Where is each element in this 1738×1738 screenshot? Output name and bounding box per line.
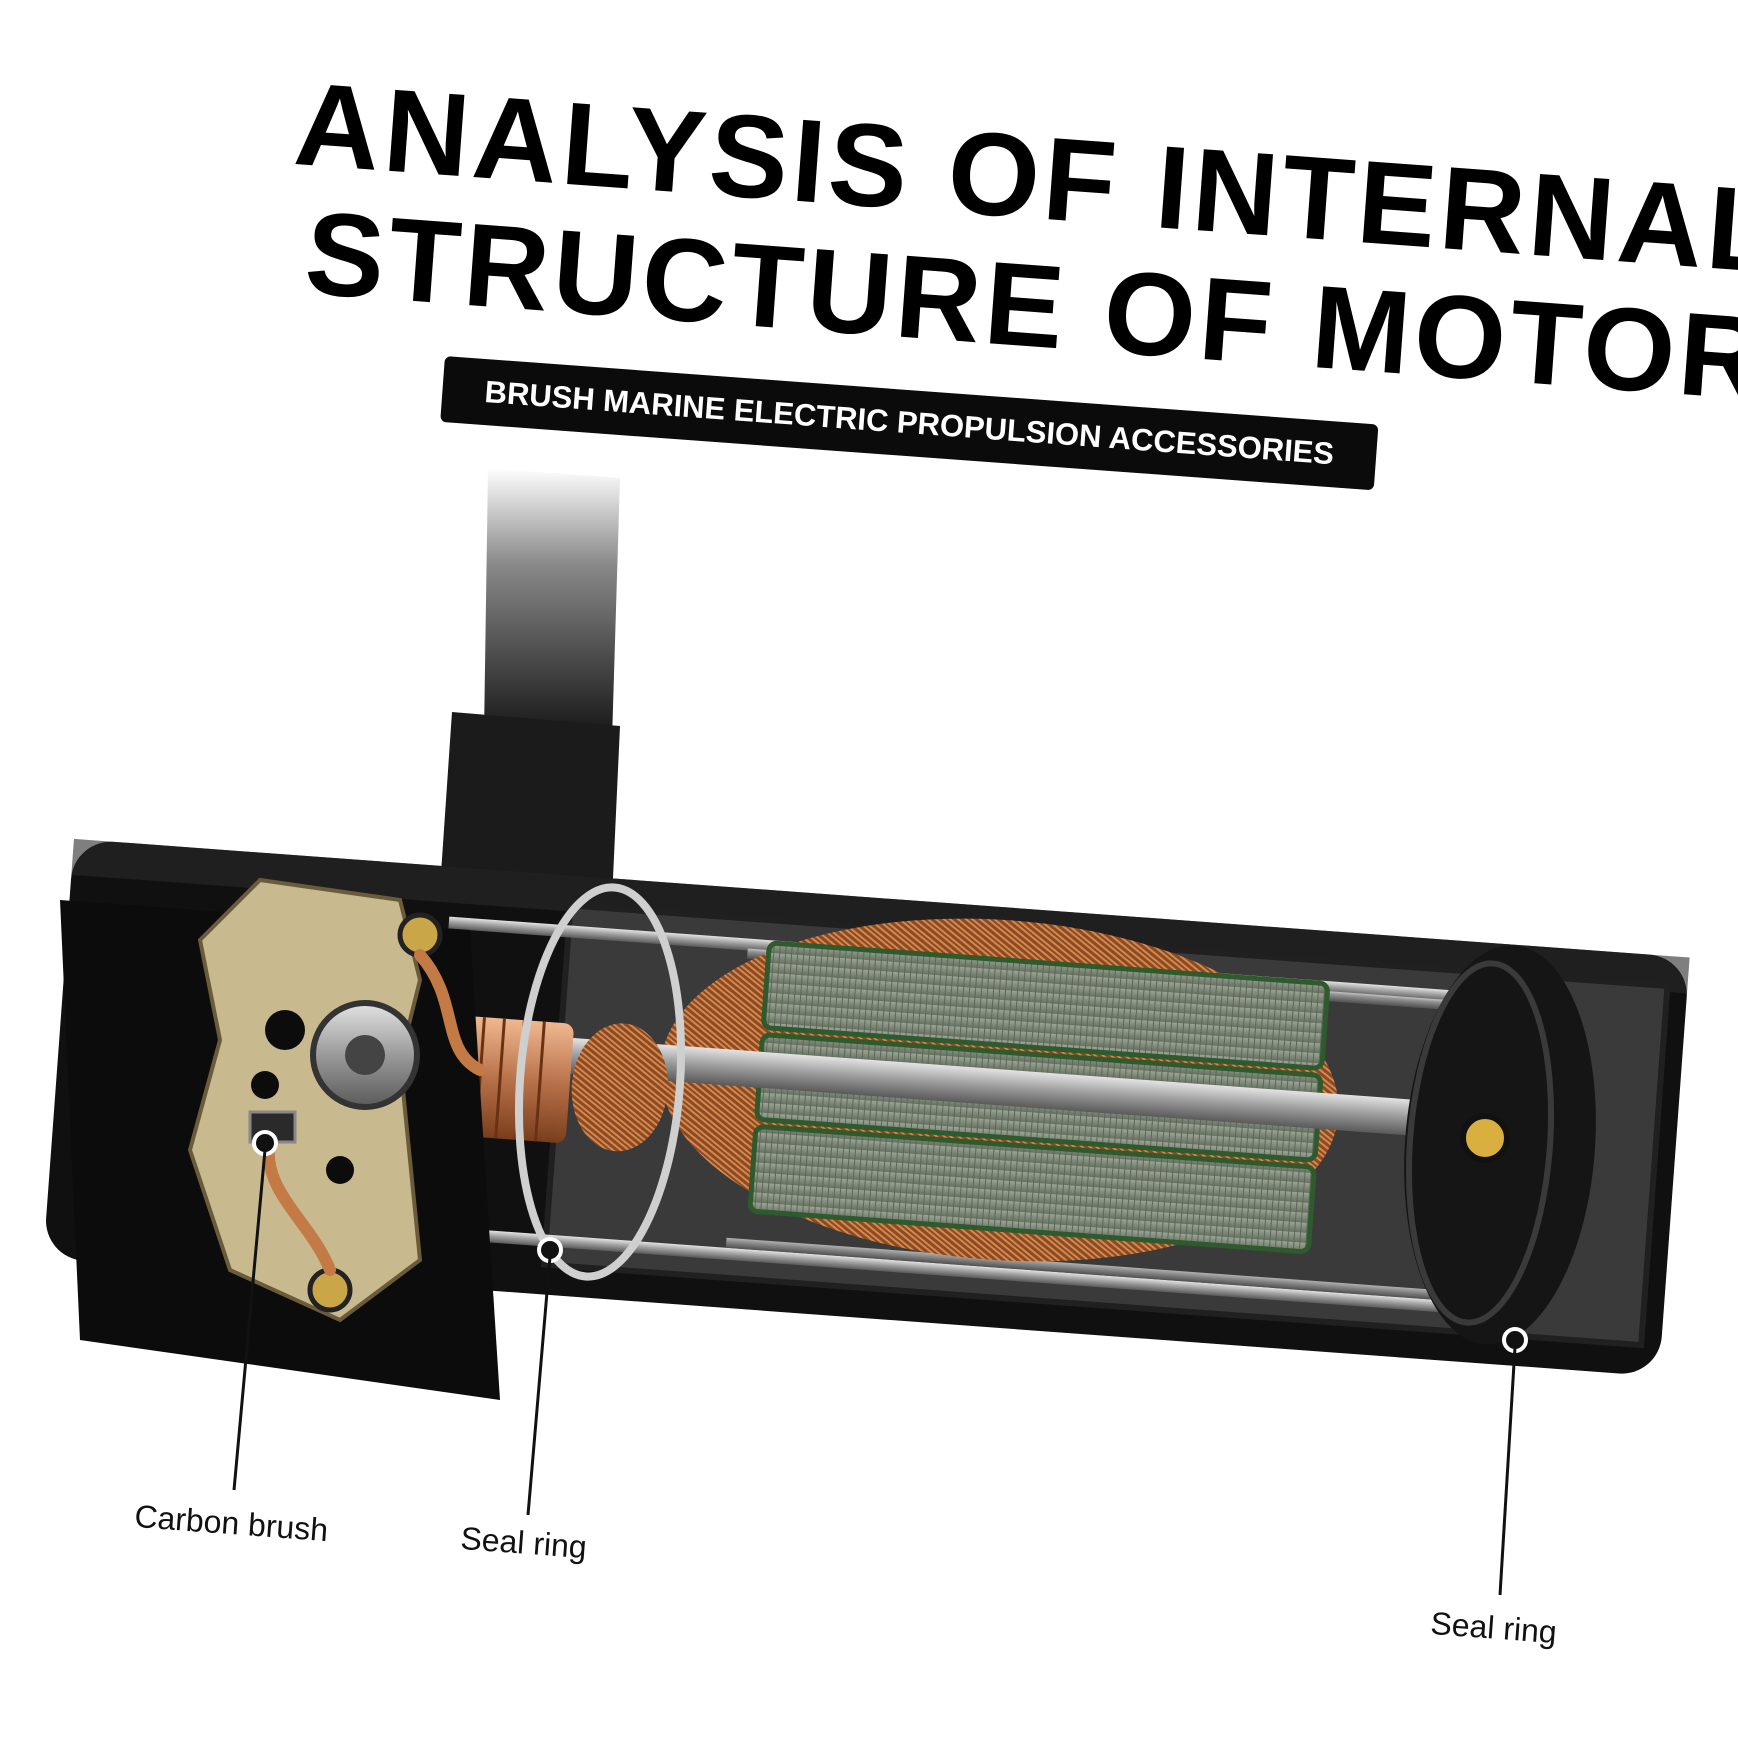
front-seal-ring <box>514 883 686 1281</box>
callout-markers <box>232 1130 1528 1596</box>
brush-end-plate <box>60 877 500 1400</box>
commutator <box>456 1016 668 1152</box>
seal-ring-front-leader <box>526 1256 552 1516</box>
carbon-brush-leader <box>232 1149 267 1491</box>
rear-seal-ring <box>1404 945 1596 1345</box>
steering-shaft <box>440 468 620 900</box>
seal-ring-rear-leader <box>1498 1346 1517 1596</box>
